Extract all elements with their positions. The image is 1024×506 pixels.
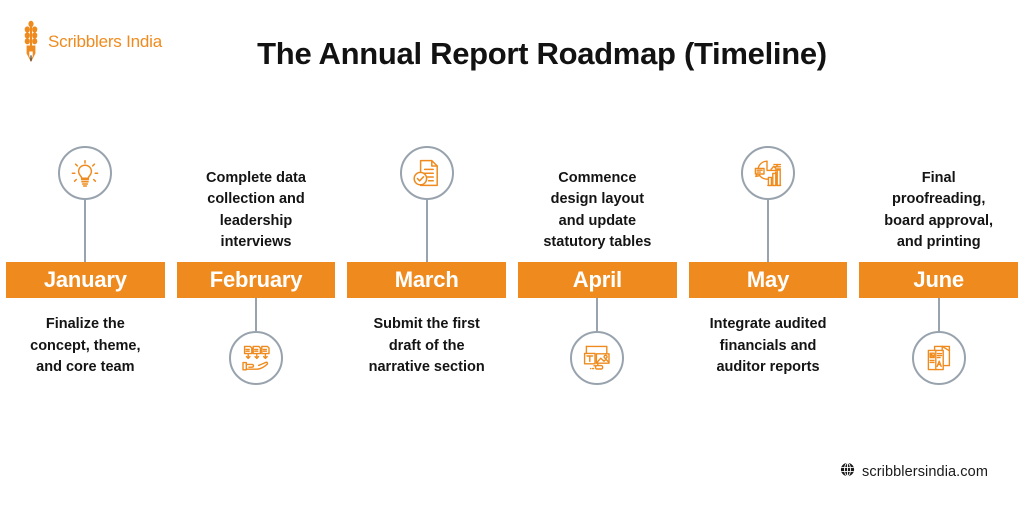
connector-line — [84, 200, 87, 262]
footer-url[interactable]: scribblersindia.com — [862, 464, 988, 480]
connector-line — [425, 200, 428, 262]
connector-line — [767, 200, 770, 262]
page-title: The Annual Report Roadmap (Timeline) — [257, 36, 827, 71]
connector-line — [255, 298, 257, 331]
globe-icon — [840, 462, 855, 482]
month-band-may[interactable]: May — [688, 262, 848, 298]
document-check-icon — [399, 146, 454, 200]
month-label: March — [394, 267, 459, 292]
month-band-june[interactable]: June — [859, 262, 1019, 298]
footer: scribblersindia.com — [840, 462, 988, 482]
month-band-january[interactable]: January — [6, 262, 165, 298]
connector-line — [937, 298, 940, 331]
month-label: May — [746, 267, 790, 292]
month-label: April — [572, 267, 622, 292]
print-brochure-icon — [911, 331, 966, 385]
month-label: June — [913, 267, 964, 292]
month-band-april[interactable]: April — [518, 262, 677, 298]
month-band-march[interactable]: March — [347, 262, 507, 298]
lightbulb-idea-icon — [58, 146, 113, 200]
financial-chart-icon — [741, 146, 796, 200]
month-label: January — [43, 267, 127, 292]
brand-logo: Scribblers India — [18, 20, 162, 64]
month-label: February — [209, 267, 303, 292]
design-layout-icon — [570, 331, 625, 385]
data-collection-hand-icon — [229, 331, 283, 385]
brand-name: Scribblers India — [48, 32, 162, 51]
connector-line — [596, 298, 599, 331]
month-band-february[interactable]: February — [176, 262, 336, 298]
wheat-pen-icon — [18, 20, 44, 64]
